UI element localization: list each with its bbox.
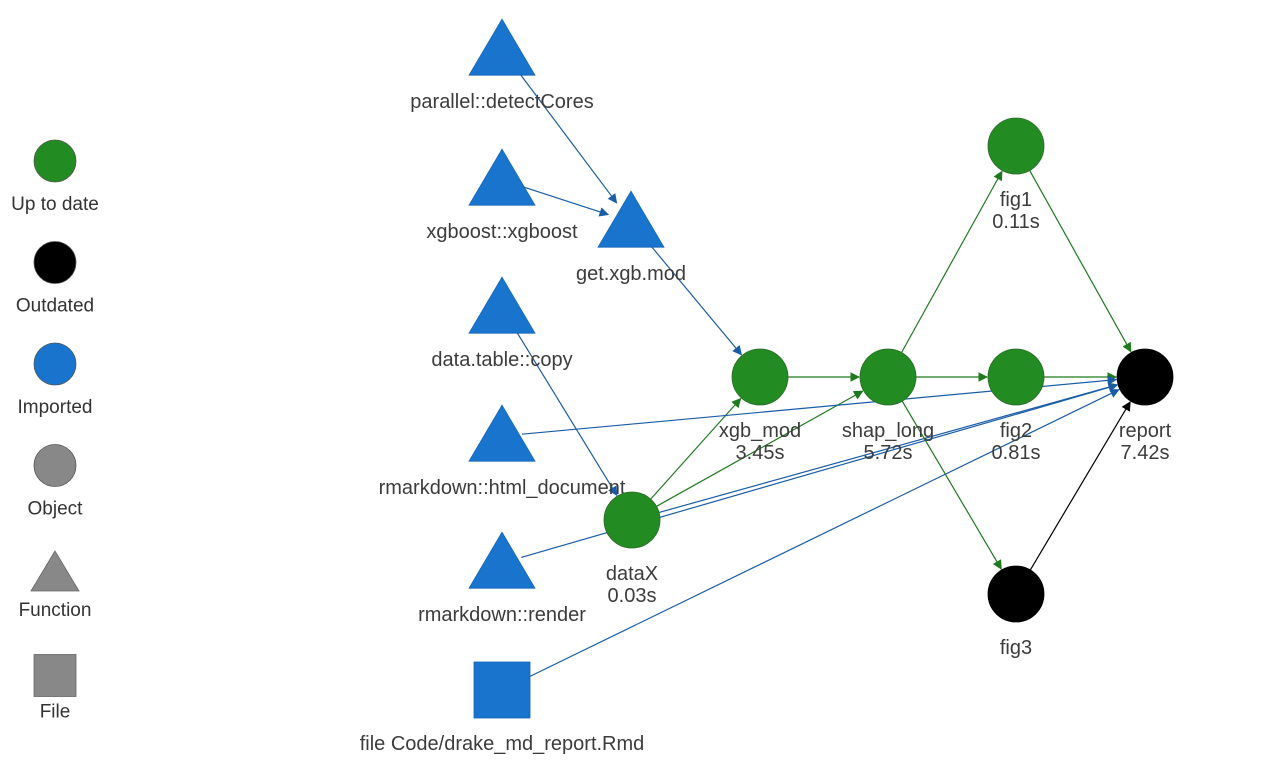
node-label-render: rmarkdown::render (418, 604, 586, 626)
legend-label-object: Object (28, 499, 84, 520)
node-xgboost[interactable]: xgboost::xgboost (426, 148, 578, 243)
node-label-detectCores: parallel::detectCores (410, 91, 593, 113)
node-label-xgboost: xgboost::xgboost (426, 221, 578, 243)
edge-dataX-to-shaplong (653, 390, 864, 509)
legend-item-outdated: Outdated (16, 241, 94, 317)
up-to-date-circle-icon (33, 139, 77, 183)
outdated-circle-icon (33, 241, 77, 284)
node-label-fig3: fig3 (1000, 637, 1032, 659)
node-detectCores[interactable]: parallel::detectCores (410, 18, 594, 113)
edge-fig1-to-report (1027, 167, 1132, 353)
edge-dataX-to-xgbmod (648, 397, 742, 502)
legend-item-file: File (33, 654, 77, 723)
report-circle-shape (1116, 348, 1174, 406)
legend-item-function: Function (19, 550, 92, 621)
legend-label-up-to-date: Up to date (11, 194, 99, 215)
node-time-report: 7.42s (1121, 442, 1170, 464)
node-label-rmdfile: file Code/drake_md_report.Rmd (360, 733, 645, 755)
legend-item-imported: Imported (18, 342, 93, 418)
node-getxgbmod[interactable]: get.xgb.mod (576, 190, 686, 285)
fig2-circle-shape (987, 348, 1045, 406)
legend-label-imported: Imported (18, 397, 93, 418)
xgbmod-circle-shape (731, 348, 789, 406)
node-htmldoc[interactable]: rmarkdown::html_document (379, 404, 626, 499)
legend: Up to dateOutdatedImportedObjectFunction… (11, 139, 99, 723)
node-label-fig1: fig1 (1000, 189, 1032, 211)
node-label-dataX: dataX (606, 563, 658, 585)
object-circle-icon (33, 444, 77, 487)
edge-dtcopy-to-dataX (511, 324, 618, 497)
edge-shaplong-to-fig1 (899, 170, 1003, 356)
legend-item-object: Object (28, 444, 84, 520)
detectCores-triangle-shape (468, 18, 536, 76)
function-triangle-icon (30, 550, 80, 592)
fig1-circle-shape (987, 117, 1045, 175)
node-label-report: report (1119, 420, 1172, 442)
node-time-dataX: 0.03s (608, 585, 657, 607)
dataX-circle-shape (603, 491, 661, 549)
node-time-xgbmod: 3.45s (736, 442, 785, 464)
xgboost-triangle-shape (468, 148, 536, 206)
legend-label-file: File (40, 702, 71, 723)
node-time-fig1: 0.11s (992, 211, 1039, 233)
node-rmdfile[interactable]: file Code/drake_md_report.Rmd (360, 661, 645, 755)
shaplong-circle-shape (859, 348, 917, 406)
edge-fig3-to-report (1028, 401, 1131, 573)
node-label-htmldoc: rmarkdown::html_document (379, 477, 626, 499)
node-label-xgbmod: xgb_mod (719, 420, 801, 442)
legend-label-function: Function (19, 600, 92, 621)
legend-label-outdated: Outdated (16, 296, 94, 317)
node-time-fig2: 0.81s (992, 442, 1041, 464)
imported-circle-icon (33, 342, 77, 386)
edge-dataX-to-report (655, 382, 1118, 514)
edge-shaplong-to-fig3 (900, 398, 1002, 570)
file-square-icon (33, 654, 77, 697)
node-label-shaplong: shap_long (842, 420, 934, 442)
node-render[interactable]: rmarkdown::render (418, 531, 586, 626)
fig3-circle-shape (987, 565, 1045, 623)
edge-xgboost-to-getxgbmod (520, 185, 610, 217)
edge-detectCores-to-getxgbmod (513, 65, 618, 204)
node-label-getxgbmod: get.xgb.mod (576, 263, 686, 285)
rmdfile-square-shape (473, 661, 531, 719)
dtcopy-triangle-shape (468, 276, 536, 334)
nodes: parallel::detectCoresxgboost::xgboostget… (360, 18, 1174, 755)
render-triangle-shape (468, 531, 536, 589)
node-dtcopy[interactable]: data.table::copy (431, 276, 573, 371)
node-time-shaplong: 5.72s (864, 442, 913, 464)
edge-getxgbmod-to-xgbmod (643, 236, 743, 356)
edge-rmdfile-to-report (525, 389, 1120, 680)
getxgbmod-triangle-shape (597, 190, 665, 248)
legend-item-up-to-date: Up to date (11, 139, 99, 215)
htmldoc-triangle-shape (468, 404, 536, 462)
node-label-dtcopy: data.table::copy (431, 349, 572, 371)
node-fig3[interactable]: fig3 (987, 565, 1045, 659)
node-label-fig2: fig2 (1000, 420, 1032, 442)
